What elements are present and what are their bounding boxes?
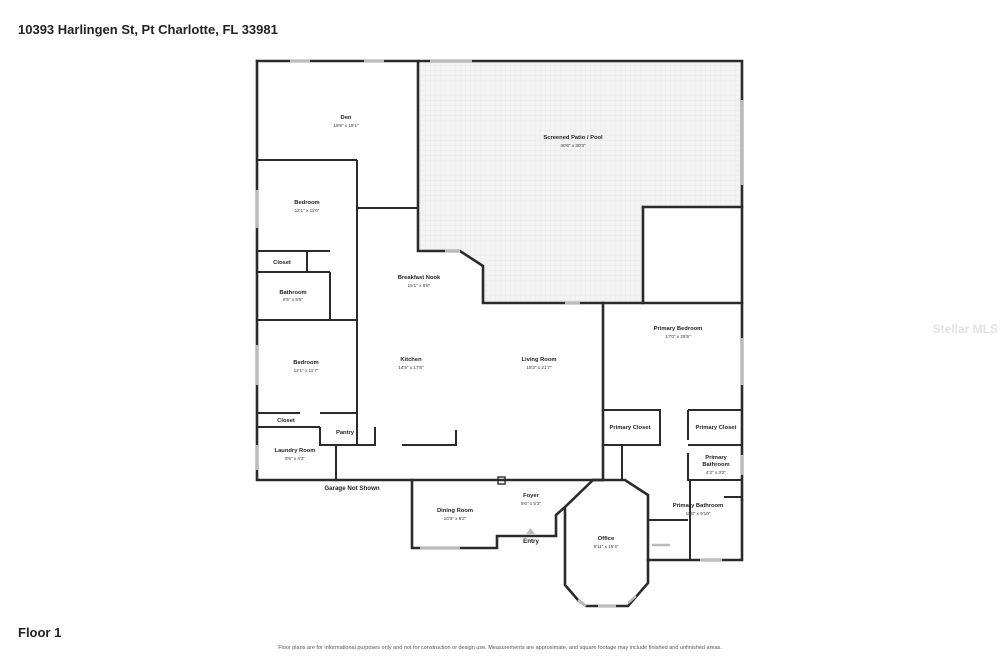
room-living-dims: 18'3" x 21'7"	[526, 365, 552, 370]
room-closet1-name: Closet	[273, 260, 291, 266]
room-primary-closet1-name: Primary Closet	[610, 425, 651, 431]
room-kitchen-name: Kitchen	[400, 357, 422, 363]
garage-label: Garage Not Shown	[324, 485, 380, 492]
column-marker	[497, 476, 506, 485]
patio-floor	[418, 61, 742, 303]
room-bedroom1-dims: 12'1" x 11'0"	[295, 208, 320, 213]
room-primary-bath-small-line2: Bathroom	[702, 462, 729, 468]
room-laundry-dims: 9'6" x 4'3"	[285, 456, 305, 461]
windows	[255, 59, 744, 608]
room-primary-bathroom-dims: 11'8" x 9'10"	[686, 511, 711, 516]
room-kitchen-dims: 14'5" x 17'8"	[398, 365, 424, 370]
room-primary-closet2-name: Primary Closet	[696, 425, 737, 431]
room-primary-bedroom-dims: 17'0" x 25'5"	[665, 334, 691, 339]
room-bathroom-dims: 8'5" x 5'5"	[283, 297, 303, 302]
room-patio-name: Screened Patio / Pool	[543, 135, 603, 141]
room-breakfast-name: Breakfast Nook	[398, 275, 441, 281]
room-den-name: Den	[341, 115, 352, 121]
interior-walls	[257, 159, 742, 560]
room-closet2-name: Closet	[277, 418, 295, 424]
room-living-name: Living Room	[521, 357, 556, 363]
entry-label: Entry	[523, 538, 539, 545]
watermark: Stellar MLS	[932, 322, 998, 336]
floor-label: Floor 1	[18, 625, 62, 640]
room-primary-bedroom-name: Primary Bedroom	[654, 326, 703, 332]
room-pantry-name: Pantry	[336, 430, 355, 436]
room-dining-name: Dining Room	[437, 508, 473, 514]
disclaimer: Floor plans are for informational purpos…	[278, 645, 722, 651]
room-breakfast-dims: 15'1" x 6'8"	[408, 283, 431, 288]
room-laundry-name: Laundry Room	[275, 448, 316, 454]
room-office-name: Office	[598, 536, 615, 542]
room-bathroom-name: Bathroom	[279, 290, 306, 296]
address-title: 10393 Harlingen St, Pt Charlotte, FL 339…	[18, 22, 278, 37]
room-dining-dims: 10'3" x 8'2"	[444, 516, 467, 521]
room-primary-bath-small-line1: Primary	[705, 455, 727, 461]
room-bedroom2-name: Bedroom	[293, 360, 318, 366]
room-foyer-dims: 8'6" x 5'3"	[521, 501, 541, 506]
room-primary-bathroom-name: Primary Bathroom	[673, 503, 724, 509]
room-den-dims: 19'8" x 18'1"	[333, 123, 359, 128]
room-office-dims: 9'11" x 15'4"	[594, 544, 619, 549]
room-bedroom2-dims: 12'1" x 11'7"	[294, 368, 319, 373]
exterior-walls	[255, 59, 744, 608]
room-primary-bath-small-dims: 4'2" x 3'2"	[706, 470, 726, 475]
room-foyer-name: Foyer	[523, 493, 540, 499]
room-bedroom1-name: Bedroom	[294, 200, 319, 206]
room-patio-dims: 40'6" x 30'3"	[560, 143, 586, 148]
entry-arrow-icon	[526, 528, 535, 534]
